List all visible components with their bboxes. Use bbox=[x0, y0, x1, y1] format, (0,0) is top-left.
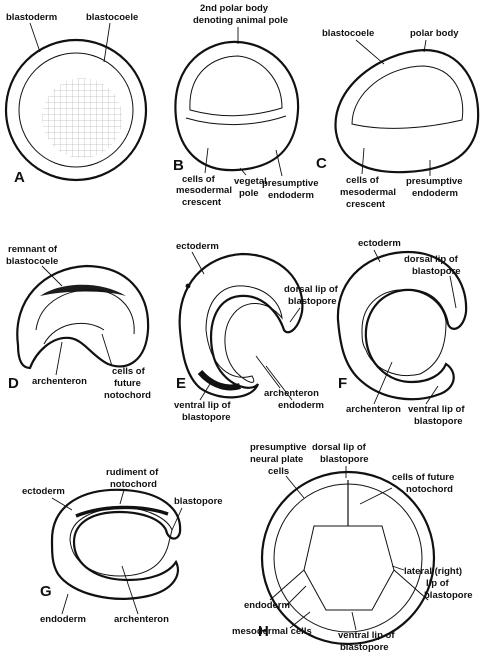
label-mesodermal-c: mesodermal bbox=[340, 187, 396, 198]
panel-e: ectoderm dorsal lip of blastopore ventra… bbox=[174, 241, 339, 423]
label-mesodermal-cells: mesodermal cells bbox=[232, 626, 312, 637]
panel-letter-e: E bbox=[176, 375, 186, 392]
panel-h: presumptive neural plate cells dorsal li… bbox=[232, 442, 473, 653]
panel-b: 2nd polar body denoting animal pole cell… bbox=[173, 3, 319, 208]
label-pole: pole bbox=[239, 188, 259, 199]
label-blastopore-e2: blastopore bbox=[182, 412, 231, 423]
panel-f: ectoderm dorsal lip of blastopore archen… bbox=[336, 238, 468, 427]
label-presumptive-c: presumptive bbox=[406, 176, 463, 187]
label-blastoderm: blastoderm bbox=[6, 12, 57, 23]
label-mesodermal: mesodermal bbox=[176, 185, 232, 196]
label-ectoderm-e: ectoderm bbox=[176, 241, 219, 252]
label-rudiment-of: rudiment of bbox=[106, 467, 159, 478]
label-dorsal-lip-f: dorsal lip of bbox=[404, 254, 459, 265]
panel-letter-c: C bbox=[316, 155, 327, 172]
label-future: future bbox=[114, 378, 141, 389]
label-dorsal-lip-h: dorsal lip of bbox=[312, 442, 367, 453]
label-notochord: notochord bbox=[104, 390, 151, 401]
label-vegetal: vegetal bbox=[234, 176, 267, 187]
panel-a: blastoderm blastocoele A bbox=[4, 12, 148, 186]
label-cells-of: cells of bbox=[182, 174, 216, 185]
panel-letter-f: F bbox=[338, 375, 347, 392]
label-cells-of-c: cells of bbox=[346, 175, 380, 186]
panel-letter-g: G bbox=[40, 583, 52, 600]
label-ectoderm-g: ectoderm bbox=[22, 486, 65, 497]
panel-letter-h: H bbox=[258, 623, 269, 640]
label-archenteron-d: archenteron bbox=[32, 376, 87, 387]
label-blastopore-f1: blastopore bbox=[412, 266, 461, 277]
panel-d: remnant of blastocoele archenteron cells… bbox=[6, 244, 151, 401]
label-notochord-h: notochord bbox=[406, 484, 453, 495]
panel-letter-d: D bbox=[8, 375, 19, 392]
label-archenteron-e: archenteron bbox=[264, 388, 319, 399]
label-endoderm-e: endoderm bbox=[278, 400, 324, 411]
panel-letter-b: B bbox=[173, 157, 184, 174]
label-endoderm-g: endoderm bbox=[40, 614, 86, 625]
label-lip-of: lip of bbox=[426, 578, 450, 589]
label-endoderm-h: endoderm bbox=[244, 600, 290, 611]
label-ventral-lip-e: ventral lip of bbox=[174, 400, 231, 411]
panel-c: blastocoele polar body cells of mesoderm… bbox=[316, 28, 480, 210]
label-cells-of-d: cells of bbox=[112, 366, 146, 377]
label-blastocoele-c: blastocoele bbox=[322, 28, 374, 39]
label-blastopore-e1: blastopore bbox=[288, 296, 337, 307]
label-denoting-animal-pole: denoting animal pole bbox=[193, 15, 288, 26]
label-polar-body: polar body bbox=[410, 28, 459, 39]
label-crescent: crescent bbox=[182, 197, 222, 208]
label-presumptive: presumptive bbox=[262, 178, 319, 189]
label-presumptive-h: presumptive bbox=[250, 442, 307, 453]
label-remnant-of: remnant of bbox=[8, 244, 58, 255]
label-cells-h: cells bbox=[268, 466, 289, 477]
label-2nd-polar-body: 2nd polar body bbox=[200, 3, 269, 14]
label-ectoderm-f: ectoderm bbox=[358, 238, 401, 249]
label-blastopore-h2: blastopore bbox=[424, 590, 473, 601]
panel-g: rudiment of notochord ectoderm blastopor… bbox=[22, 467, 223, 625]
label-endoderm-c: endoderm bbox=[412, 188, 458, 199]
label-lateral-right: lateral (right) bbox=[404, 566, 462, 577]
label-notochord-g: notochord bbox=[110, 479, 157, 490]
label-archenteron-g: archenteron bbox=[114, 614, 169, 625]
label-neural-plate: neural plate bbox=[250, 454, 303, 465]
label-archenteron-f: archenteron bbox=[346, 404, 401, 415]
label-blastocoele-d: blastocoele bbox=[6, 256, 58, 267]
label-cells-of-future: cells of future bbox=[392, 472, 454, 483]
label-crescent-c: crescent bbox=[346, 199, 386, 210]
panel-letter-a: A bbox=[14, 169, 25, 186]
label-blastopore-g: blastopore bbox=[174, 496, 223, 507]
label-ventral-lip-f: ventral lip of bbox=[408, 404, 465, 415]
label-endoderm: endoderm bbox=[268, 190, 314, 201]
label-ventral-lip-h: ventral lip of bbox=[338, 630, 395, 641]
label-blastocoele: blastocoele bbox=[86, 12, 138, 23]
label-blastopore-f2: blastopore bbox=[414, 416, 463, 427]
label-blastopore-h1: blastopore bbox=[320, 454, 369, 465]
label-dorsal-lip-e: dorsal lip of bbox=[284, 284, 339, 295]
label-blastopore-h3: blastopore bbox=[340, 642, 389, 653]
